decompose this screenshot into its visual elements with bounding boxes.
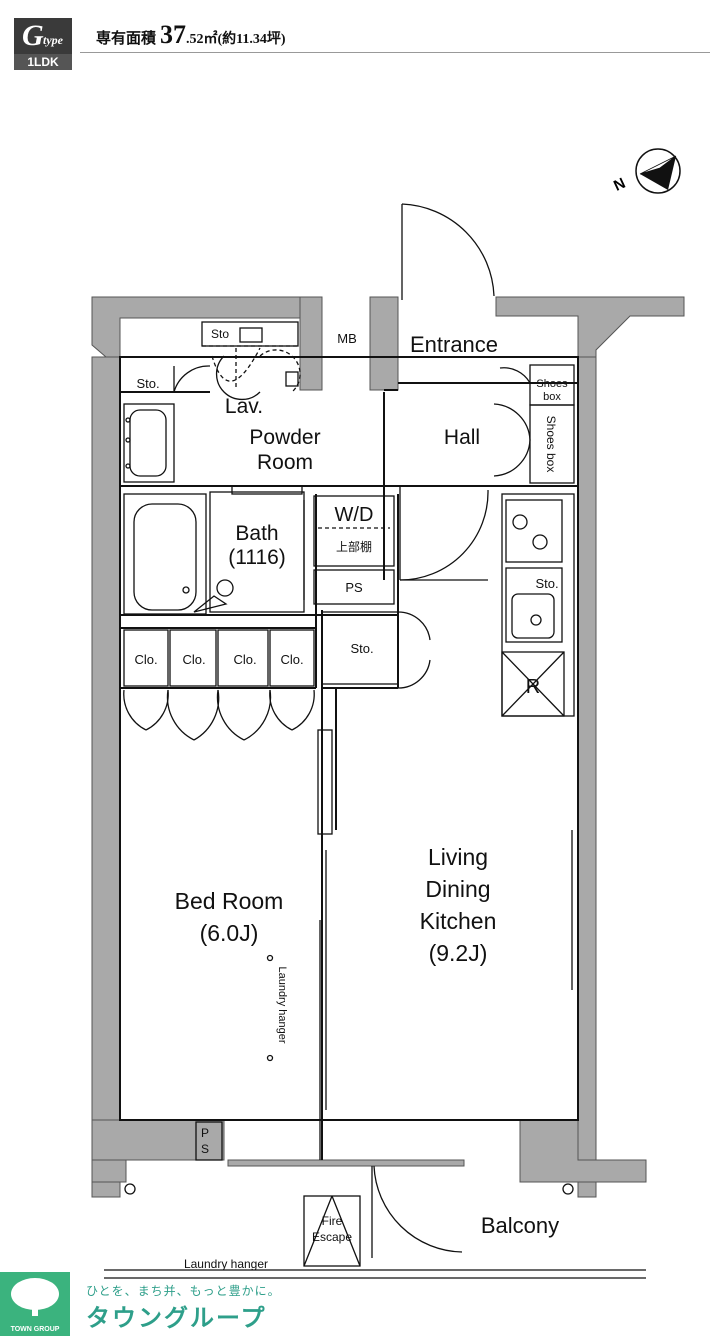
entrance-label: Entrance xyxy=(410,332,498,357)
ldk-label-1: Living xyxy=(428,844,488,870)
ldk-label-4: (9.2J) xyxy=(429,940,488,966)
tagline: ひとを、まち并、もっと豊かに。 xyxy=(86,1284,281,1298)
fire-escape-label-1: Fire xyxy=(322,1214,343,1228)
laundry-hanger-label: Laundry hanger xyxy=(184,1257,268,1271)
closet-label-3: Clo. xyxy=(233,652,256,667)
laundry-hanger-vertical-label: Laundry hanger xyxy=(276,966,288,1043)
type-suffix: type xyxy=(43,33,63,47)
refrigerator-label: R xyxy=(526,676,540,698)
type-badge: G type xyxy=(14,18,72,54)
bed-label-1: Bed Room xyxy=(175,888,284,914)
shoes-box-vertical-label: Shoes box xyxy=(544,416,558,473)
interior-walls xyxy=(119,356,579,1160)
fire-escape-label-2: Escape xyxy=(312,1230,352,1244)
header-divider xyxy=(80,52,710,53)
walls xyxy=(91,296,685,1198)
bath-label-1: Bath xyxy=(235,522,278,545)
logo-text: TOWN GROUP xyxy=(10,1326,60,1333)
closet-label-4: Clo. xyxy=(280,652,303,667)
area-tsubo: (約11.34坪) xyxy=(217,32,286,47)
wd-label: W/D xyxy=(335,504,374,526)
header: G type 1LDK 専有面積 37.52㎡(約11.34坪) xyxy=(0,0,710,70)
ps-small-label-1: P xyxy=(201,1126,209,1140)
powder-label-1: Powder xyxy=(249,426,320,449)
area-label: 専有面積 xyxy=(96,31,157,47)
shoes-box-label-1: Shoes xyxy=(536,378,568,390)
wd-shelf-label: 上部棚 xyxy=(336,539,372,554)
brand-name: タウングループ xyxy=(86,1305,267,1332)
hall-label: Hall xyxy=(444,426,480,449)
room-labels: MB Entrance Sto Sto. Lav. Powder Room Ha… xyxy=(134,327,568,1271)
sto-kitchen-label: Sto. xyxy=(535,576,558,591)
ldk-label-2: Dining xyxy=(425,876,490,902)
mb-label: MB xyxy=(337,331,357,346)
bed-label-2: (6.0J) xyxy=(200,920,259,946)
ldk-label-3: Kitchen xyxy=(420,908,497,934)
tree-icon xyxy=(11,1278,59,1316)
balcony-label: Balcony xyxy=(481,1213,559,1238)
compass-label: N xyxy=(611,175,628,195)
shoes-box-label-2: box xyxy=(543,391,561,403)
area-int: 37 xyxy=(160,20,187,49)
area-dec: .52㎡ xyxy=(186,32,218,47)
type-letter: G xyxy=(22,19,44,52)
closet-label-1: Clo. xyxy=(134,652,157,667)
town-group-logo: TOWN GROUP xyxy=(0,1272,70,1336)
sto-top-label: Sto xyxy=(211,327,229,341)
fixtures xyxy=(104,203,646,1279)
compass-icon: N xyxy=(611,148,681,195)
ps-label: PS xyxy=(345,580,363,595)
bath-label-2: (1116) xyxy=(228,546,286,569)
closet-label-2: Clo. xyxy=(182,652,205,667)
powder-label-2: Room xyxy=(257,451,313,474)
sto-left-label: Sto. xyxy=(136,376,159,391)
layout-badge: 1LDK xyxy=(14,54,72,70)
floor-area: 専有面積 37.52㎡(約11.34坪) xyxy=(96,20,286,50)
lav-label: Lav. xyxy=(225,395,263,418)
ps-small-label-2: S xyxy=(201,1142,209,1156)
sto-mid-label: Sto. xyxy=(350,641,373,656)
